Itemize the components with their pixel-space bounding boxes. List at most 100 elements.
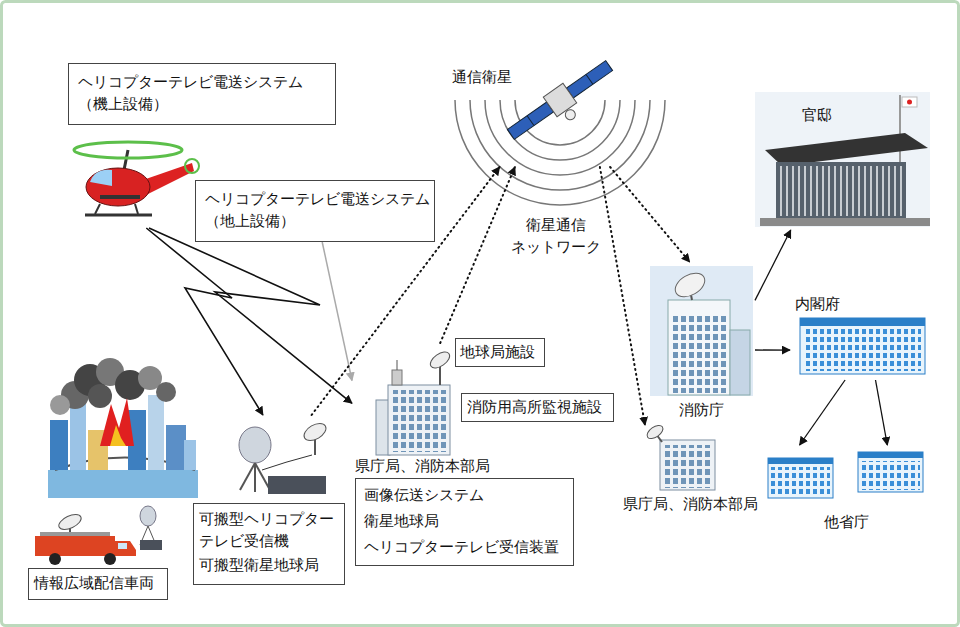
helicopter bbox=[95, 204, 100, 214]
ministry-buildings bbox=[858, 452, 923, 492]
cabinet-office-building bbox=[800, 318, 925, 326]
vehicle-node: 情報広域配信車両 bbox=[28, 510, 168, 602]
portable-receiver bbox=[240, 463, 255, 490]
fire-truck bbox=[104, 553, 116, 565]
satellite bbox=[504, 56, 622, 153]
portable-receiver bbox=[254, 463, 256, 492]
prefecture-building-center bbox=[392, 370, 402, 385]
flow-arrow bbox=[755, 230, 791, 300]
prefecture-node: 県庁局、消防本部局 bbox=[615, 425, 765, 517]
kantei-building bbox=[760, 218, 930, 226]
cabinet-office-building bbox=[800, 318, 925, 374]
fire-truck bbox=[49, 553, 61, 565]
flow-arrow bbox=[876, 380, 888, 445]
kantei-building bbox=[765, 133, 928, 166]
ministry-buildings bbox=[771, 467, 830, 496]
helicopter bbox=[143, 163, 194, 195]
radio-link bbox=[149, 228, 352, 403]
fire-truck bbox=[115, 541, 136, 556]
radio-link bbox=[146, 228, 263, 415]
fdma-node: 消防庁 bbox=[648, 262, 755, 422]
satellite bbox=[566, 61, 612, 98]
kantei-building bbox=[755, 92, 930, 227]
fire-truck bbox=[140, 540, 162, 550]
node-text: 可搬型ヘリコプター テレビ受信機 bbox=[199, 508, 339, 552]
node-text: 官邸 bbox=[802, 104, 846, 126]
cabinet-office-node: 内閣府 bbox=[790, 292, 935, 380]
city-fire bbox=[70, 400, 86, 470]
fdma-building bbox=[671, 268, 709, 301]
city-fire bbox=[48, 358, 198, 498]
city-fire bbox=[156, 382, 176, 402]
fire-truck bbox=[118, 543, 127, 549]
helicopter bbox=[74, 142, 182, 158]
callout-ground: ヘリコプターテレビ電送システム （地上設備） bbox=[195, 180, 435, 242]
node-text: 可搬型衛星地球局 bbox=[199, 554, 339, 576]
helicopter bbox=[100, 195, 140, 199]
helicopter bbox=[185, 159, 199, 173]
ministry-buildings bbox=[768, 452, 923, 498]
kantei-building bbox=[755, 92, 930, 227]
city-fire bbox=[88, 384, 112, 408]
ministry-buildings bbox=[861, 461, 920, 490]
leader-arrow bbox=[322, 242, 352, 381]
portable-receiver bbox=[301, 420, 329, 444]
cabinet-office-building bbox=[804, 329, 921, 371]
prefecture-building-center bbox=[392, 390, 446, 452]
city-fire bbox=[148, 395, 164, 470]
node-text: 衛星地球局 bbox=[364, 510, 569, 532]
fdma-building bbox=[650, 266, 753, 396]
helicopter bbox=[74, 142, 199, 215]
fdma-building bbox=[672, 315, 726, 393]
city-fire bbox=[184, 440, 196, 470]
city-fire bbox=[48, 470, 198, 498]
portable-receiver bbox=[239, 420, 329, 494]
portable-receiver bbox=[262, 455, 312, 470]
callout-box: 地球局施設 bbox=[455, 338, 545, 367]
fire-truck bbox=[35, 506, 162, 565]
text-frame bbox=[68, 63, 336, 125]
node-text: ヘリコプターテレビ電送システム （地上設備） bbox=[205, 188, 427, 232]
node-text: 画像伝送システム bbox=[364, 484, 569, 506]
callout-box: 消防用高所監視施設 bbox=[461, 393, 614, 422]
satellite-waves bbox=[455, 100, 665, 205]
flow-arrow bbox=[800, 380, 846, 445]
fire-truck bbox=[140, 506, 156, 526]
node-text: 情報広域配信車両 bbox=[34, 572, 162, 594]
helicopter bbox=[90, 170, 112, 186]
node-text: 内閣府 bbox=[795, 293, 875, 315]
prefecture-building-center bbox=[397, 360, 398, 370]
ministries-node: 他省庁 bbox=[760, 445, 932, 535]
fire-truck bbox=[57, 511, 84, 532]
kantei-building bbox=[776, 162, 906, 218]
satellite-waves bbox=[455, 100, 665, 205]
prefecture-building-right bbox=[660, 440, 715, 490]
cabinet-office-building bbox=[800, 318, 925, 374]
city-fire bbox=[110, 425, 126, 446]
satellite bbox=[586, 74, 593, 84]
helicopter bbox=[124, 150, 128, 170]
node-text: 県庁局、消防本部局 bbox=[615, 493, 765, 515]
ministry-buildings bbox=[768, 458, 833, 464]
portable-receiver bbox=[255, 463, 270, 490]
portable-station-node: 可搬型ヘリコプター テレビ受信機可搬型衛星地球局 bbox=[193, 415, 345, 587]
prefecture-building-center bbox=[376, 349, 452, 455]
satellite bbox=[527, 116, 534, 126]
portable-receiver bbox=[268, 476, 326, 494]
city-fire bbox=[50, 395, 70, 415]
node-text: 通信衛星 bbox=[452, 66, 532, 88]
helicopter bbox=[135, 204, 138, 214]
city-fire bbox=[166, 425, 186, 470]
node-text: 地球局施設 bbox=[460, 341, 540, 363]
node-text: ヘリコプターテレビ電送システム （機上設備） bbox=[78, 71, 328, 115]
fire-truck bbox=[40, 532, 110, 536]
node-text: 消防用高所監視施設 bbox=[467, 396, 609, 418]
ministry-buildings bbox=[858, 452, 923, 458]
prefecture-building-center bbox=[428, 349, 453, 371]
flow-arrow bbox=[755, 349, 790, 350]
prefecture-building-right bbox=[664, 445, 711, 488]
network-label: 衛星通信 ネットワーク bbox=[506, 214, 606, 258]
prefecture-building-right bbox=[645, 423, 665, 442]
